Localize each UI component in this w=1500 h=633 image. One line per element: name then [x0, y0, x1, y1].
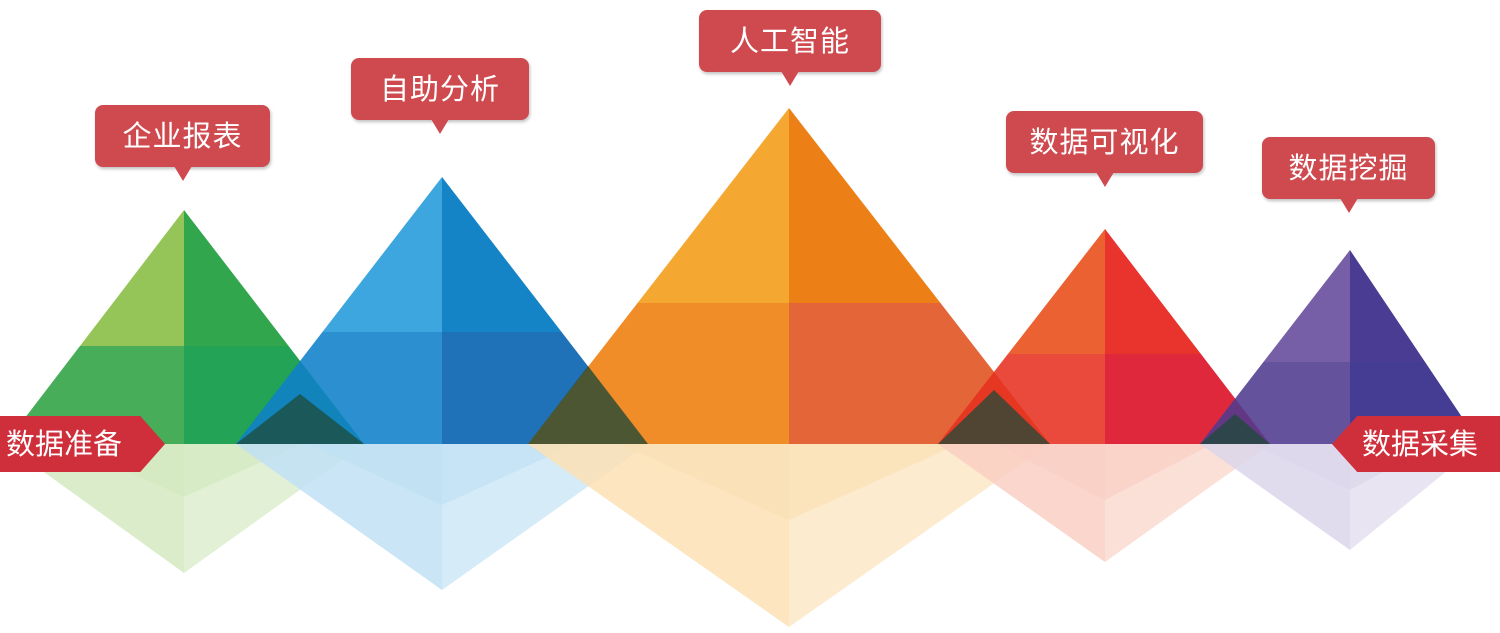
ribbon-right: 数据采集 — [1332, 416, 1500, 472]
peak-4-face-right-top — [1105, 229, 1201, 354]
peak-overlap-4 — [1200, 414, 1270, 444]
peak-2-face-left-top — [322, 177, 442, 332]
peak-3-reflection-core — [619, 444, 959, 520]
ribbon-right-label: 数据采集 — [1362, 427, 1479, 461]
callout-peak-2: 自助分析 — [351, 58, 529, 134]
peak-overlap-1 — [236, 394, 364, 444]
peak-5-face-left-top — [1263, 250, 1350, 362]
callout-peak-2-label: 自助分析 — [379, 72, 500, 106]
callout-peak-3: 人工智能 — [699, 10, 881, 86]
peak-4-reflection-core — [996, 444, 1213, 500]
peak-2-face-right-top — [442, 177, 562, 332]
peak-2-reflection-core — [308, 444, 576, 505]
ribbon-left: 数据准备 — [0, 416, 165, 472]
peak-1-face-right-top — [184, 210, 289, 346]
peak-3-face-right-top — [789, 108, 941, 303]
callout-peak-4: 数据可视化 — [1006, 111, 1203, 187]
peak-1-face-left-top — [79, 210, 184, 346]
callout-peak-1-label: 企业报表 — [122, 119, 243, 153]
callout-peak-3-label: 人工智能 — [729, 24, 850, 58]
peak-overlap-3 — [938, 390, 1050, 444]
peak-5-face-right-top — [1350, 250, 1426, 362]
peak-4-face-left-top — [1007, 229, 1105, 354]
callout-peak-5-label: 数据挖掘 — [1288, 151, 1409, 185]
peak-3-face-left-top — [637, 108, 789, 303]
ribbon-left-label: 数据准备 — [6, 427, 123, 461]
callout-peak-4-label: 数据可视化 — [1029, 125, 1180, 159]
callout-peak-1: 企业报表 — [95, 105, 270, 181]
callout-peak-5: 数据挖掘 — [1262, 137, 1435, 213]
peak-overlap-2 — [528, 366, 648, 444]
